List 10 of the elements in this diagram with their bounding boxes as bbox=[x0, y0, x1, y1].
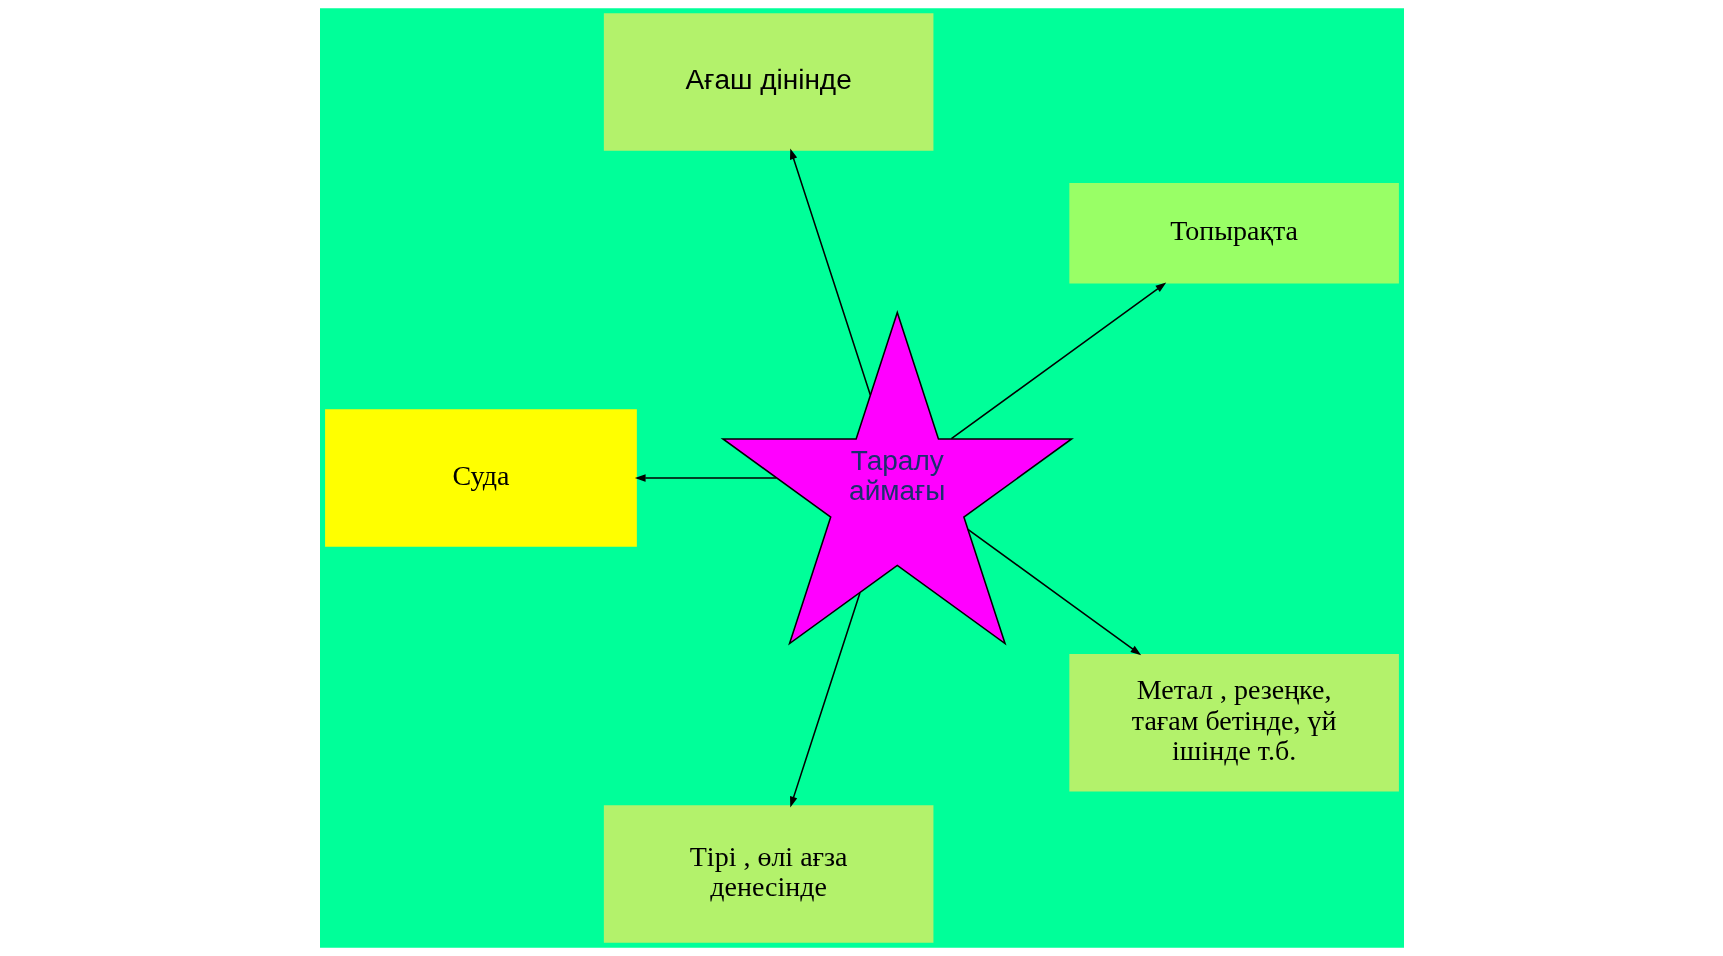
arrow bbox=[966, 528, 1141, 656]
node-box: Метал , резеңке, тағам бетінде, үй ішінде т.б. bbox=[1068, 654, 1399, 792]
arrow bbox=[634, 474, 777, 482]
node-box: Суда bbox=[324, 409, 637, 547]
arrow bbox=[950, 282, 1166, 440]
arrow bbox=[789, 592, 861, 808]
node-box: Ағаш дінінде bbox=[603, 13, 933, 151]
node-box: Тірі , өлі ағза денесінде bbox=[603, 805, 933, 943]
arrow bbox=[789, 148, 871, 396]
node-box: Топырақта bbox=[1068, 183, 1399, 284]
